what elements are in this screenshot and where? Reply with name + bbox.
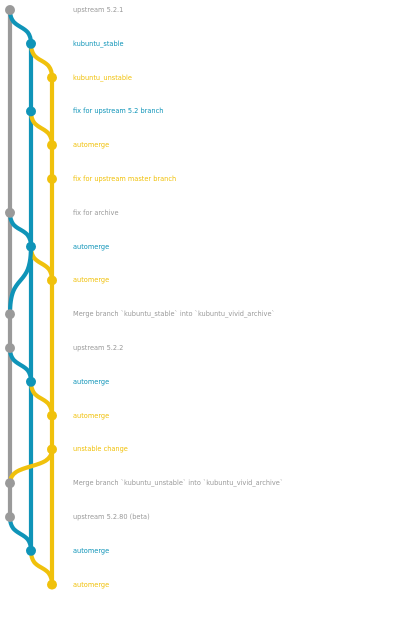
commit-dot[interactable] bbox=[47, 72, 57, 83]
connector-16 bbox=[7, 514, 34, 553]
connector-11 bbox=[7, 345, 34, 384]
commit-message: automerge bbox=[73, 242, 110, 251]
commit-dot[interactable] bbox=[5, 478, 15, 489]
commit-message: Merge branch `kubuntu_stable` into `kubu… bbox=[73, 310, 275, 319]
commit-dot[interactable] bbox=[5, 512, 15, 522]
commit-message: upstream 5.2.1 bbox=[73, 6, 124, 14]
commit-dot[interactable] bbox=[47, 410, 57, 421]
connector-14 bbox=[7, 447, 55, 486]
connector-7 bbox=[7, 210, 34, 249]
commit-message: automerge bbox=[73, 580, 110, 589]
commit-message: automerge bbox=[73, 276, 110, 285]
connector-9 bbox=[7, 244, 34, 317]
commit-dot[interactable] bbox=[26, 241, 36, 252]
commit-message: Merge branch `kubuntu_unstable` into `ku… bbox=[73, 479, 284, 488]
commit-dot[interactable] bbox=[5, 207, 15, 218]
commit-dot[interactable] bbox=[5, 343, 15, 353]
commit-message: automerge bbox=[73, 411, 110, 420]
connector-1 bbox=[7, 7, 34, 46]
commit-dot[interactable] bbox=[26, 38, 36, 49]
commit-dot[interactable] bbox=[47, 275, 57, 286]
commit-message: fix for upstream master branch bbox=[73, 175, 177, 183]
connector-17 bbox=[28, 548, 55, 587]
commit-message: automerge bbox=[73, 377, 110, 386]
commit-message: kubuntu_unstable bbox=[73, 73, 132, 82]
connector-4 bbox=[28, 109, 55, 148]
commit-dot[interactable] bbox=[47, 140, 57, 151]
commit-dots bbox=[5, 5, 57, 590]
commit-message: unstable change bbox=[73, 445, 128, 454]
commit-dot[interactable] bbox=[5, 309, 15, 320]
commit-message: automerge bbox=[73, 141, 110, 150]
commit-message: upstream 5.2.2 bbox=[73, 344, 124, 352]
commit-dot[interactable] bbox=[26, 376, 36, 387]
commit-dot[interactable] bbox=[47, 444, 57, 455]
commit-message: automerge bbox=[73, 546, 110, 555]
commit-message: kubuntu_stable bbox=[73, 39, 124, 48]
commit-message: fix for archive bbox=[73, 208, 119, 217]
commit-dot[interactable] bbox=[47, 579, 57, 590]
commit-dot[interactable] bbox=[5, 5, 15, 15]
connector-2 bbox=[28, 41, 55, 80]
commit-message: upstream 5.2.80 (beta) bbox=[73, 513, 150, 521]
connector-12 bbox=[28, 379, 55, 418]
commit-dot[interactable] bbox=[26, 106, 36, 117]
commit-dot[interactable] bbox=[47, 174, 57, 184]
commit-dot[interactable] bbox=[26, 545, 36, 556]
commit-message: fix for upstream 5.2 branch bbox=[73, 107, 164, 116]
connector-8 bbox=[28, 244, 55, 283]
branch-lines bbox=[7, 7, 55, 587]
